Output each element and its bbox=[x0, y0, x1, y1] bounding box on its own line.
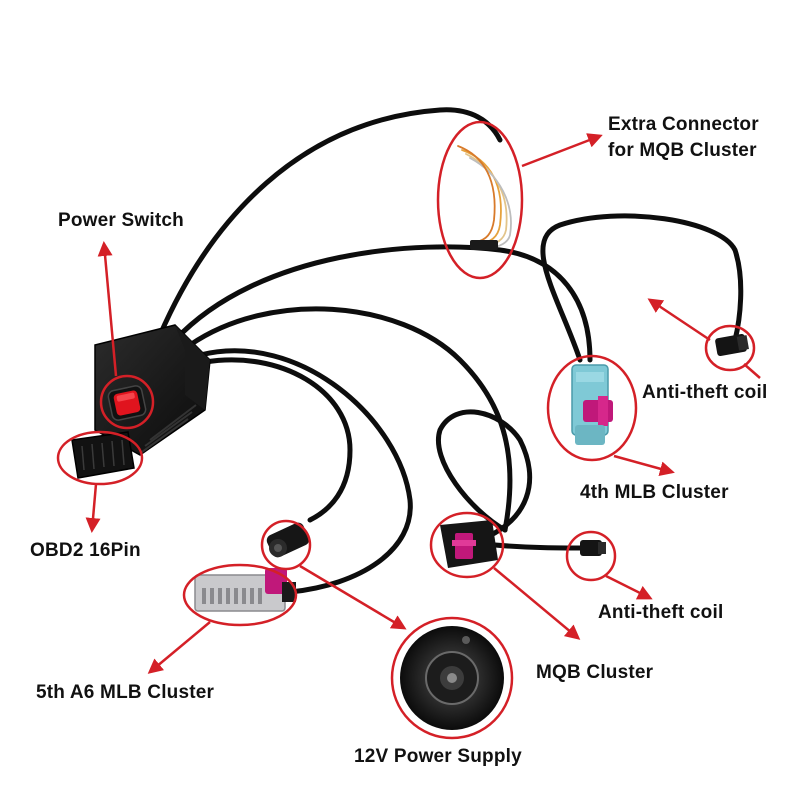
arrow-dc-jack bbox=[299, 564, 407, 630]
circle-anti-theft-coil-bottom bbox=[565, 530, 617, 582]
label-mlb-4th: 4th MLB Cluster bbox=[580, 482, 729, 503]
mqb-connector bbox=[440, 520, 498, 568]
arrow-obd2 bbox=[85, 483, 101, 533]
label-anti-theft-coil-top: Anti-theft coil bbox=[642, 382, 768, 403]
annotation-circles bbox=[56, 120, 756, 740]
circle-mlb-4th bbox=[546, 354, 638, 462]
arrow-anti-theft-coil-top bbox=[647, 298, 711, 342]
arrow-anti-theft-coil-top-label bbox=[743, 363, 761, 379]
circle-extra-connector bbox=[436, 120, 524, 280]
anti-theft-coil-icon bbox=[580, 540, 606, 556]
label-extra-connector-line1: Extra Connector bbox=[608, 114, 759, 135]
arrow-anti-theft-coil-bottom bbox=[605, 574, 653, 600]
rocker-switch-icon[interactable] bbox=[107, 385, 147, 421]
label-extra-connector-line2: for MQB Cluster bbox=[608, 140, 757, 161]
cable-a6-mlb bbox=[197, 348, 413, 595]
label-anti-theft-coil-bottom: Anti-theft coil bbox=[598, 602, 724, 623]
label-mqb-cluster: MQB Cluster bbox=[536, 662, 654, 683]
label-power-supply: 12V Power Supply bbox=[354, 746, 522, 767]
cables bbox=[157, 107, 744, 595]
cable-coil-bottom bbox=[492, 542, 588, 551]
control-box bbox=[71, 324, 211, 479]
label-extra-connector: Extra Connector for MQB Cluster bbox=[608, 112, 759, 164]
arrow-a6-mlb bbox=[147, 621, 211, 674]
anti-theft-coil-icon bbox=[715, 334, 749, 356]
extra-connector-wires bbox=[457, 145, 512, 250]
circle-obd2 bbox=[56, 430, 144, 486]
circle-mqb bbox=[429, 511, 505, 579]
cable-coil-top bbox=[540, 213, 744, 363]
arrow-power-switch bbox=[97, 241, 118, 377]
mlb-4th-connector bbox=[571, 364, 613, 445]
dc-power-jack-zoom bbox=[400, 626, 504, 730]
arrow-extra-connector bbox=[521, 133, 603, 168]
cable-power bbox=[202, 357, 353, 523]
arrow-mlb-4th bbox=[613, 454, 675, 477]
label-power-switch: Power Switch bbox=[58, 210, 184, 231]
circle-anti-theft-coil-top bbox=[704, 324, 756, 372]
label-obd2: OBD2 16Pin bbox=[30, 540, 141, 561]
circle-dc-jack-zoom bbox=[390, 616, 514, 740]
cable-mqb-loop bbox=[436, 409, 533, 543]
dc-power-jack-icon bbox=[266, 522, 310, 558]
circle-power-switch bbox=[99, 374, 155, 430]
circle-a6-mlb bbox=[182, 563, 298, 627]
cable-extra-connector bbox=[157, 107, 503, 338]
cable-mlb-4th bbox=[172, 244, 593, 363]
annotation-arrows bbox=[85, 133, 761, 674]
obd2-connector bbox=[71, 431, 135, 479]
cable-mqb bbox=[187, 306, 513, 533]
label-a6-mlb: 5th A6 MLB Cluster bbox=[36, 682, 215, 703]
circle-dc-jack bbox=[260, 519, 312, 571]
arrow-mqb bbox=[493, 567, 581, 640]
